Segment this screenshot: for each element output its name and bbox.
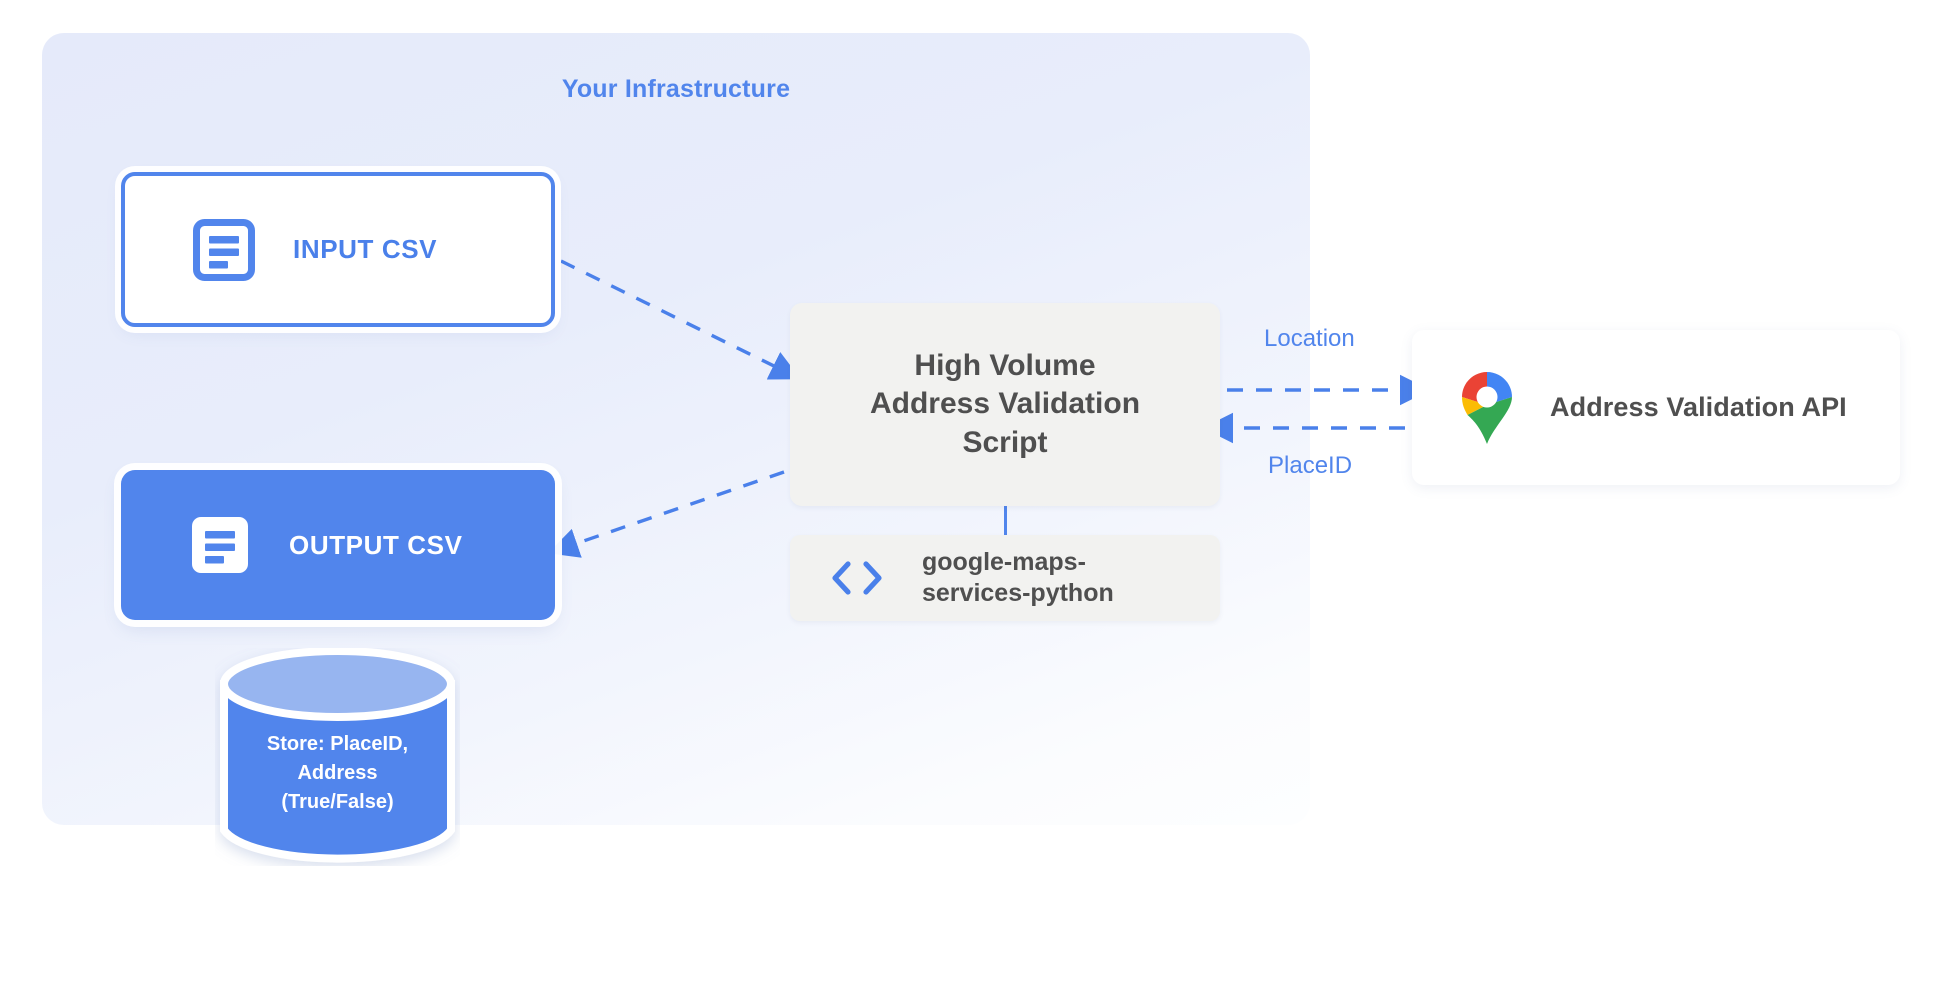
node-address-validation-api-label: Address Validation API xyxy=(1550,392,1847,422)
script-line-1: High Volume xyxy=(914,348,1096,382)
infrastructure-title: Your Infrastructure xyxy=(561,75,791,103)
node-database-cylinder[interactable] xyxy=(215,648,460,866)
script-line-3: Script xyxy=(962,425,1048,459)
node-input-csv[interactable]: INPUT CSV xyxy=(121,172,555,327)
library-line-2: services-python xyxy=(922,579,1114,607)
code-brackets-icon xyxy=(832,561,882,595)
script-line-2: Address Validation xyxy=(869,387,1141,421)
google-maps-pin-icon xyxy=(1462,371,1512,444)
node-input-csv-label: INPUT CSV xyxy=(293,234,438,264)
node-address-validation-api[interactable]: Address Validation API xyxy=(1412,330,1900,485)
edge-label-placeid: PlaceID xyxy=(1268,452,1353,479)
node-validation-script-label: High Volume Address Validation Script xyxy=(870,347,1140,462)
document-icon xyxy=(192,517,248,573)
node-python-library[interactable]: google-maps- services-python xyxy=(790,535,1220,621)
node-output-csv-label: OUTPUT CSV xyxy=(289,529,463,560)
node-validation-script[interactable]: High Volume Address Validation Script xyxy=(790,303,1220,506)
node-python-library-label: google-maps- services-python xyxy=(922,547,1114,610)
document-icon xyxy=(193,218,255,281)
edge-label-location: Location xyxy=(1264,325,1355,352)
edge-script-to-library xyxy=(1004,506,1007,535)
library-line-1: google-maps- xyxy=(922,547,1086,576)
node-output-csv[interactable]: OUTPUT CSV xyxy=(121,470,555,620)
